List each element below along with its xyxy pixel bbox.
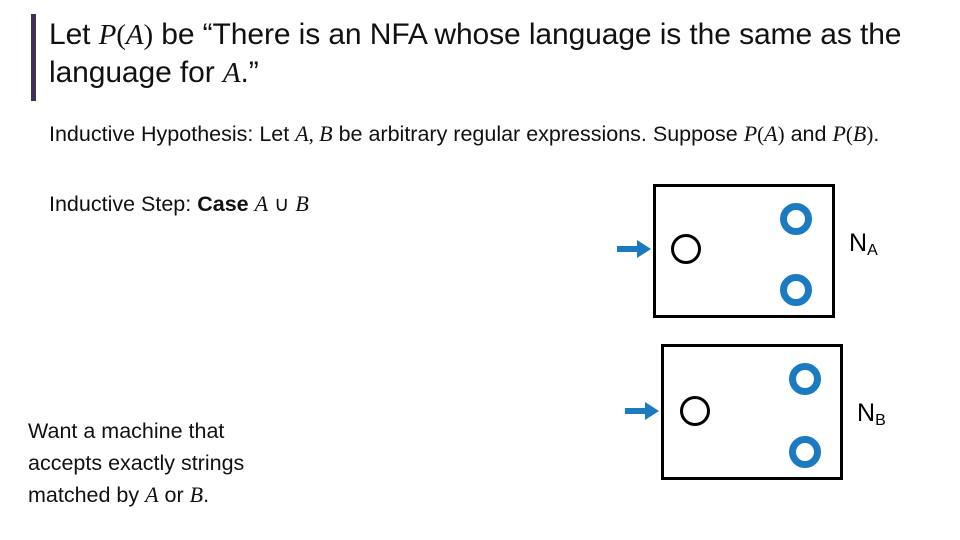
inductive-hypothesis-label: Inductive Hypothesis: [49,122,254,146]
inductive-hypothesis-block: Inductive Hypothesis: Let A, B be arbitr… [49,119,939,149]
want-note-line1: Want a machine that [28,419,225,443]
ih-p1-close: ) [777,122,785,146]
want-line3-mid: or [158,483,190,507]
want-note-line2: accepts exactly strings [28,451,245,475]
nfa-b-label-letter: N [857,399,876,427]
nfa-a-accept-state-top [780,203,812,235]
nfa-a-start-state [671,234,701,264]
ih-comma: , [308,122,320,146]
want-machine-note: Want a machine that accepts exactly stri… [28,415,328,511]
want-var-b: B [189,482,204,507]
title-arg-a2: A [222,57,241,89]
step-var-b: B [295,191,309,216]
nfa-a-label-letter: N [849,229,868,257]
want-var-a: A [145,482,159,507]
want-line3-pre: matched by [28,483,146,507]
page-title: Let P(A) be “There is an NFA whose langu… [49,16,929,92]
ih-p2: P [832,121,846,146]
title-arg-a: A [125,19,144,51]
nfa-b-accept-state-top [789,363,821,395]
inductive-step-block: Inductive Step: Case A ∪ B [49,189,309,219]
nfa-b-label: NB [857,399,886,430]
title-accent-bar [31,14,36,101]
ih-var-b: B [319,121,333,146]
want-note-line3: matched by A or B. [28,479,328,511]
ih-p1: P [743,121,758,146]
title-pre: Let [49,18,99,51]
ih-p2-open: ( [845,122,853,146]
title-open-paren: ( [116,19,126,51]
nfa-a-start-arrow-icon [617,240,651,258]
ih-lead: Let [253,122,296,146]
nfa-a-label-subscript: A [867,242,878,259]
title-close-paren: ) [143,19,154,51]
title-mid: be “There is an NFA whose language is th… [49,18,902,89]
ih-and: and [784,122,833,146]
ih-var-a: A [295,121,309,146]
nfa-a-accept-state-bottom [780,274,812,306]
ih-mid: be arbitrary regular expressions. Suppos… [332,122,744,146]
nfa-b-start-arrow-icon [625,402,659,420]
inductive-step-case-word: Case [197,192,249,216]
ih-p1-arg: A [764,121,778,146]
inductive-step-label: Inductive Step: [49,192,192,216]
nfa-b-label-subscript: B [875,412,886,429]
step-var-a: A [254,191,269,216]
nfa-b-start-state [680,396,710,426]
ih-period: . [873,122,880,146]
nfa-b-accept-state-bottom [789,436,821,468]
union-symbol: ∪ [274,192,290,216]
title-predicate-symbol: P [98,19,117,51]
nfa-a-label: NA [849,229,878,260]
ih-p2-arg: B [852,121,867,146]
ih-p2-close: ) [866,122,874,146]
title-post: .” [240,56,259,89]
ih-p1-open: ( [757,122,765,146]
want-line3-post: . [203,483,210,507]
